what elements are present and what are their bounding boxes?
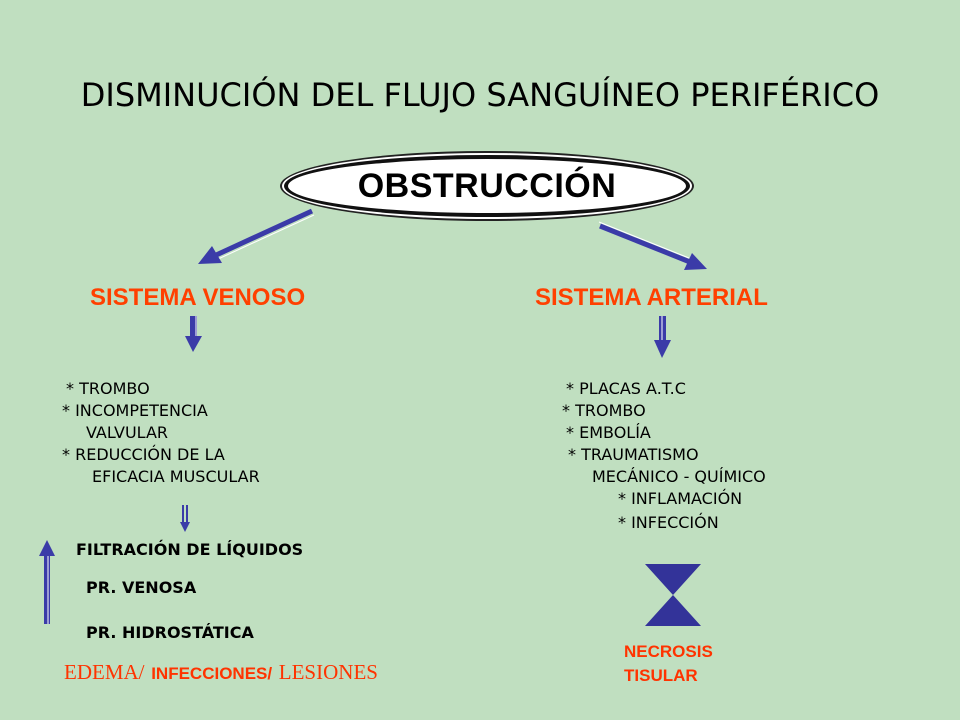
necrosis-label: NECROSIS: [624, 642, 713, 661]
pr-hidrostatica-label: PR. HIDROSTÁTICA: [86, 623, 254, 642]
arrow-down-filtration: [180, 505, 190, 532]
arrow-down-arterial: [654, 316, 671, 358]
arterial-causes-list: * PLACAS A.T.C * TROMBO * EMBOLÍA * TRAU…: [562, 378, 766, 534]
arrow-down-venoso: [185, 316, 202, 352]
lesiones-label: LESIONES: [278, 660, 378, 684]
list-item: MECÁNICO - QUÍMICO: [592, 467, 766, 486]
tisular-label: TISULAR: [624, 666, 698, 685]
list-item: * TROMBO: [562, 401, 646, 420]
arrow-up-increase: [39, 540, 55, 624]
list-item: EFICACIA MUSCULAR: [92, 467, 260, 486]
arterial-outcome: NECROSIS TISULAR: [624, 640, 713, 688]
list-item: * INCOMPETENCIA: [62, 401, 208, 420]
list-item: * INFECCIÓN: [618, 513, 719, 532]
hourglass-icon: [645, 564, 701, 626]
page-title: DISMINUCIÓN DEL FLUJO SANGUÍNEO PERIFÉRI…: [80, 76, 880, 114]
sistema-arterial-label: SISTEMA ARTERIAL: [535, 284, 768, 311]
venoso-causes-list: * TROMBO * INCOMPETENCIA VALVULAR * REDU…: [62, 378, 260, 488]
sistema-venoso-label: SISTEMA VENOSO: [90, 284, 306, 311]
list-item: VALVULAR: [86, 423, 169, 442]
obstruction-label: OBSTRUCCIÓN: [357, 166, 617, 205]
list-item: * REDUCCIÓN DE LA: [62, 445, 225, 464]
arrow-to-arterial: [598, 221, 707, 270]
filtracion-label: FILTRACIÓN DE LÍQUIDOS: [76, 540, 304, 559]
list-item: * INFLAMACIÓN: [618, 489, 743, 508]
list-item: * PLACAS A.T.C: [566, 379, 686, 398]
obstruction-node: OBSTRUCCIÓN: [284, 155, 690, 217]
list-item: * TRAUMATISMO: [568, 445, 699, 464]
pr-venosa-label: PR. VENOSA: [86, 578, 197, 597]
infecciones-label: INFECCIONES/: [151, 664, 273, 683]
edema-label: EDEMA/: [64, 660, 145, 684]
list-item: * EMBOLÍA: [566, 423, 651, 442]
arrow-to-venoso: [198, 208, 315, 264]
venoso-outcome: EDEMA/ INFECCIONES/ LESIONES: [64, 660, 378, 685]
list-item: * TROMBO: [66, 379, 150, 398]
